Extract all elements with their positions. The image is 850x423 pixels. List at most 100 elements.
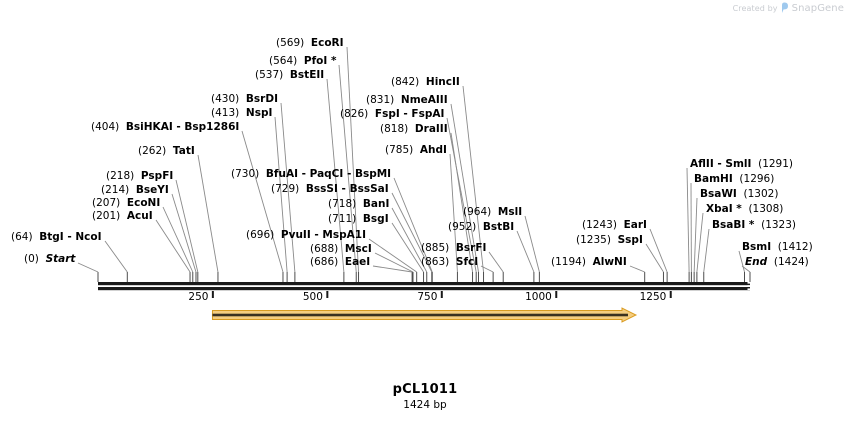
restriction-site-label[interactable]: (430) BsrDI bbox=[211, 93, 278, 105]
restriction-site-label[interactable]: (201) AcuI bbox=[92, 210, 153, 222]
restriction-site-label[interactable]: (863) SfcI bbox=[421, 256, 478, 268]
site-enzyme-names: BssSI - BssSaI bbox=[305, 183, 389, 195]
watermark-prefix: Created by bbox=[732, 3, 778, 13]
restriction-site-label[interactable]: (818) DraIII bbox=[380, 123, 448, 135]
site-enzyme-names: PfoI * bbox=[303, 55, 337, 67]
restriction-site-label[interactable]: (214) BseYI bbox=[101, 184, 169, 196]
restriction-site-label[interactable]: (718) BanI bbox=[328, 198, 389, 210]
restriction-site-label[interactable]: (831) NmeAIII bbox=[366, 94, 448, 106]
restriction-site-label[interactable]: AflII - SmlI (1291) bbox=[690, 158, 793, 170]
site-label-gap bbox=[299, 183, 306, 195]
site-enzyme-names: BsiHKAI - Bsp1286I bbox=[125, 121, 240, 133]
site-label-gap bbox=[274, 229, 281, 241]
restriction-site-label[interactable]: (730) BfuAI - PaqCI - BspMI bbox=[231, 168, 391, 180]
site-enzyme-names: End bbox=[745, 256, 768, 268]
site-enzyme-names: BsrFI bbox=[455, 242, 487, 254]
restriction-site-label[interactable]: BsaBI * (1323) bbox=[712, 219, 796, 231]
site-label-gap bbox=[408, 123, 415, 135]
site-position: (1291) bbox=[758, 158, 794, 170]
restriction-site-label[interactable]: (686) EaeI bbox=[310, 256, 370, 268]
restriction-site-label[interactable]: (207) EcoNI bbox=[92, 197, 160, 209]
restriction-site-label[interactable]: (785) AhdI bbox=[385, 144, 447, 156]
site-label-gap bbox=[297, 55, 304, 67]
restriction-site-label[interactable]: (1243) EarI bbox=[582, 219, 647, 231]
site-label-gap bbox=[304, 37, 311, 49]
restriction-site-label[interactable]: (413) NspI bbox=[211, 107, 272, 119]
map-title-block: pCL1011 1424 bp bbox=[0, 382, 850, 411]
site-leader-line bbox=[480, 265, 494, 273]
snapgene-leaf-icon bbox=[781, 2, 789, 14]
restriction-site-label[interactable]: BamHI (1296) bbox=[694, 173, 774, 185]
site-enzyme-names: AflII - SmlI bbox=[690, 158, 752, 170]
site-leader-line bbox=[686, 167, 690, 273]
site-leader-line bbox=[516, 230, 535, 273]
restriction-site-label[interactable]: (964) MslI bbox=[463, 206, 522, 218]
site-enzyme-names: BseYI bbox=[135, 184, 169, 196]
site-leader-line bbox=[449, 153, 458, 273]
restriction-site-label[interactable]: (729) BssSI - BssSaI bbox=[271, 183, 389, 195]
site-enzyme-names: BfuAI - PaqCI - BspMI bbox=[265, 168, 392, 180]
site-leader-line bbox=[649, 228, 668, 273]
restriction-site-label[interactable]: (952) BstBI bbox=[448, 221, 514, 233]
site-position: (564) bbox=[269, 55, 298, 67]
restriction-site-label[interactable]: End (1424) bbox=[745, 256, 809, 268]
site-label-gap bbox=[611, 234, 618, 246]
site-enzyme-names: AlwNI bbox=[592, 256, 627, 268]
restriction-site-label[interactable]: (0) Start bbox=[24, 253, 75, 265]
site-position: (831) bbox=[366, 94, 395, 106]
site-position: (1412) bbox=[777, 241, 813, 253]
restriction-site-label[interactable]: BsaWI (1302) bbox=[700, 188, 778, 200]
site-enzyme-names: BsrDI bbox=[245, 93, 278, 105]
ruler-tick-label: 500 bbox=[302, 291, 323, 303]
site-label-gap bbox=[586, 256, 593, 268]
site-enzyme-names: BtgI - NcoI bbox=[39, 231, 102, 243]
backbone-terminus-mark bbox=[747, 282, 750, 284]
restriction-site-label[interactable]: (1194) AlwNI bbox=[551, 256, 627, 268]
restriction-site-label[interactable]: (688) MscI bbox=[310, 243, 372, 255]
site-enzyme-names: XbaI * bbox=[706, 203, 742, 215]
site-enzyme-names: BsaBI * bbox=[712, 219, 755, 231]
site-enzyme-names: EcoNI bbox=[126, 197, 161, 209]
site-leader-line bbox=[629, 265, 645, 273]
site-label-gap bbox=[134, 170, 141, 182]
site-position: (964) bbox=[463, 206, 492, 218]
site-leader-line bbox=[280, 102, 296, 273]
restriction-site-label[interactable]: XbaI * (1308) bbox=[706, 203, 783, 215]
restriction-site-label[interactable]: (64) BtgI - NcoI bbox=[11, 231, 102, 243]
restriction-site-label[interactable]: (1235) SspI bbox=[576, 234, 643, 246]
site-enzyme-names: BstEII bbox=[289, 69, 325, 81]
site-position: (404) bbox=[91, 121, 120, 133]
restriction-site-label[interactable]: (262) TatI bbox=[138, 145, 195, 157]
restriction-site-label[interactable]: (696) PvuII - MspA1I bbox=[246, 229, 366, 241]
ruler-tick bbox=[211, 291, 214, 298]
site-label-gap bbox=[129, 184, 136, 196]
site-leader-line bbox=[326, 78, 345, 273]
restriction-site-label[interactable]: (569) EcoRI bbox=[276, 37, 344, 49]
restriction-site-label[interactable]: BsmI (1412) bbox=[742, 241, 813, 253]
site-label-gap bbox=[259, 168, 266, 180]
restriction-site-label[interactable]: (711) BsgI bbox=[328, 213, 389, 225]
backbone-terminus-mark bbox=[747, 285, 750, 287]
site-leader-line bbox=[524, 215, 540, 273]
site-enzyme-names: BanI bbox=[362, 198, 390, 210]
restriction-site-label[interactable]: (404) BsiHKAI - Bsp1286I bbox=[91, 121, 239, 133]
restriction-site-label[interactable]: (564) PfoI * bbox=[269, 55, 336, 67]
site-label-gap bbox=[120, 210, 127, 222]
site-leader-line bbox=[446, 117, 477, 273]
site-position: (537) bbox=[255, 69, 284, 81]
site-position: (1235) bbox=[576, 234, 611, 246]
site-enzyme-names: SspI bbox=[617, 234, 643, 246]
restriction-site-label[interactable]: (826) FspI - FspAI bbox=[340, 108, 444, 120]
restriction-site-label[interactable]: (537) BstEII bbox=[255, 69, 324, 81]
site-label-gap bbox=[356, 198, 363, 210]
restriction-site-label[interactable]: (842) HincII bbox=[391, 76, 460, 88]
site-leader-line bbox=[741, 265, 751, 273]
site-leader-line bbox=[171, 193, 197, 273]
site-position: (64) bbox=[11, 231, 33, 243]
site-position: (218) bbox=[106, 170, 135, 182]
site-position: (207) bbox=[92, 197, 121, 209]
restriction-site-label[interactable]: (218) PspFI bbox=[106, 170, 173, 182]
site-label-gap bbox=[338, 256, 345, 268]
restriction-site-label[interactable]: (885) BsrFI bbox=[421, 242, 486, 254]
ruler-tick-label: 750 bbox=[417, 291, 438, 303]
